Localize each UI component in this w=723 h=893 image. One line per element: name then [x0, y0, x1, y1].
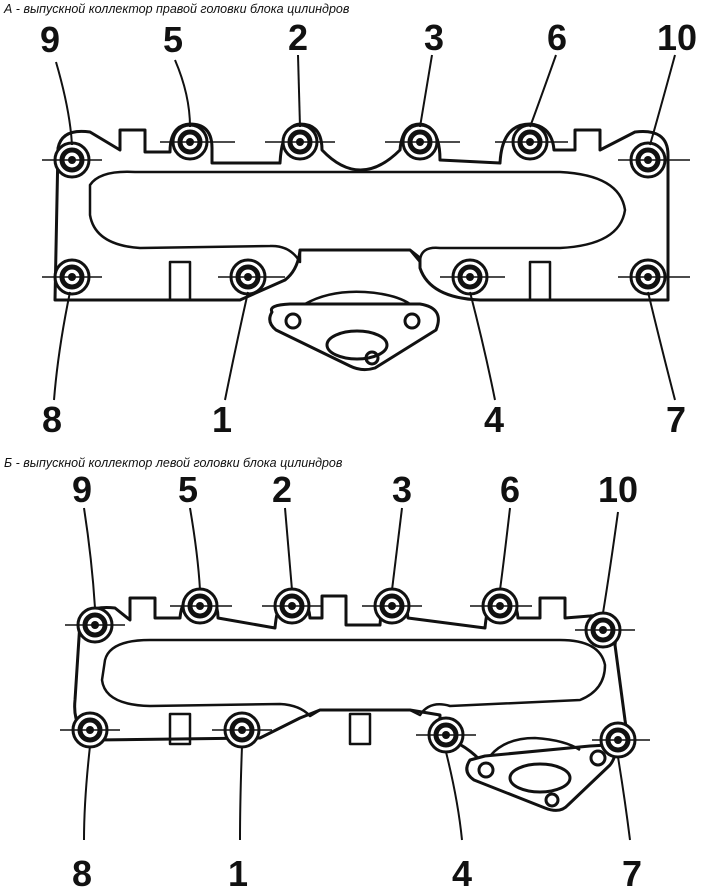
label-7-a: 7: [666, 399, 686, 440]
label-10-a: 10: [657, 17, 697, 58]
leaders-right-head: [53, 54, 676, 401]
caption-left-manifold: Б - выпускной коллектор левой головки бл…: [4, 456, 343, 470]
label-4-b: 4: [452, 853, 472, 893]
label-10-b: 10: [598, 469, 638, 510]
label-6-a: 6: [547, 17, 567, 58]
label-7-b: 7: [622, 853, 642, 893]
label-9-b: 9: [72, 469, 92, 510]
labels-left-head: 9 5 2 3 6 10 8 1 4 7: [72, 469, 642, 893]
label-2-a: 2: [288, 17, 308, 58]
label-1-b: 1: [228, 853, 248, 893]
crosshairs-right-head: [42, 141, 690, 278]
labels-right-head: 9 5 2 3 6 10 8 1 4 7: [40, 17, 697, 440]
manifold-right-head: [53, 122, 670, 372]
caption-right-manifold: А - выпускной коллектор правой головки б…: [4, 2, 350, 16]
label-5-b: 5: [178, 469, 198, 510]
label-1-a: 1: [212, 399, 232, 440]
label-3-a: 3: [424, 17, 444, 58]
label-5-a: 5: [163, 19, 183, 60]
label-9-a: 9: [40, 19, 60, 60]
label-3-b: 3: [392, 469, 412, 510]
crosshairs-left-head: [60, 605, 650, 741]
label-2-b: 2: [272, 469, 292, 510]
label-4-a: 4: [484, 399, 504, 440]
bolts-left-head: [73, 589, 635, 757]
manifold-left-head: [73, 592, 628, 812]
label-6-b: 6: [500, 469, 520, 510]
leaders-left-head: [83, 507, 631, 841]
label-8-a: 8: [42, 399, 62, 440]
label-8-b: 8: [72, 853, 92, 893]
